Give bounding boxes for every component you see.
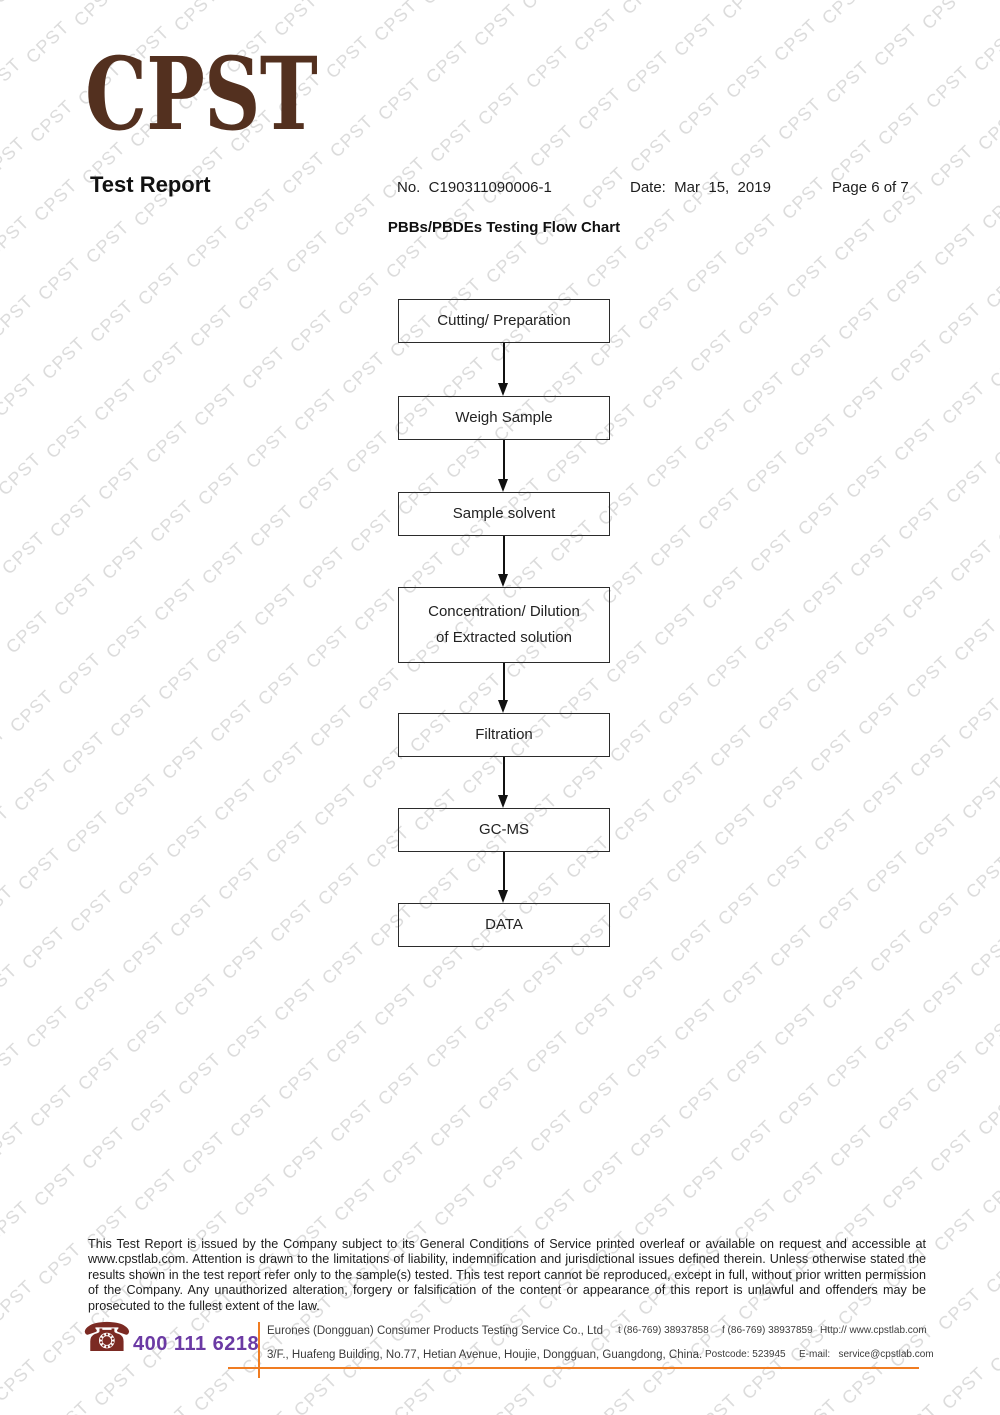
company-address: 3/F., Huafeng Building, No.77, Hetian Av… bbox=[267, 1349, 703, 1361]
report-number: No. C190311090006-1 bbox=[397, 179, 552, 196]
flow-step-box: Cutting/ Preparation bbox=[398, 299, 610, 343]
flow-arrow-head bbox=[498, 479, 508, 492]
flow-step-box: GC-MS bbox=[398, 808, 610, 852]
company-website: Http:// www.cpstlab.com bbox=[820, 1325, 927, 1336]
flow-arrow-head bbox=[498, 574, 508, 587]
disclaimer-text: This Test Report is issued by the Compan… bbox=[88, 1237, 926, 1313]
flow-arrow-head bbox=[498, 795, 508, 808]
flow-step-box: Sample solvent bbox=[398, 492, 610, 536]
phone-icon: ☎ bbox=[82, 1316, 132, 1360]
flow-arrow bbox=[503, 440, 505, 480]
flow-arrow bbox=[503, 343, 505, 384]
cpst-logo: CPST bbox=[85, 35, 318, 153]
flow-step-box: DATA bbox=[398, 903, 610, 947]
flow-arrow bbox=[503, 757, 505, 796]
report-date: Date: Mar 15, 2019 bbox=[630, 179, 771, 196]
company-fax: f (86-769) 38937859 bbox=[722, 1325, 813, 1336]
flow-arrow-head bbox=[498, 890, 508, 903]
flow-step-box: Filtration bbox=[398, 713, 610, 757]
page-indicator: Page 6 of 7 bbox=[832, 179, 909, 196]
flowchart-title: PBBs/PBDEs Testing Flow Chart bbox=[387, 219, 621, 236]
company-postcode: Postcode: 523945 bbox=[705, 1349, 786, 1360]
flow-step-box: Weigh Sample bbox=[398, 396, 610, 440]
flow-arrow bbox=[503, 536, 505, 575]
company-telephone: t (86-769) 38937858 bbox=[618, 1325, 709, 1336]
hotline-number: 400 111 6218 bbox=[133, 1333, 260, 1355]
company-email: E-mail: service@cpstlab.com bbox=[799, 1349, 934, 1360]
flow-arrow-head bbox=[498, 383, 508, 396]
flow-arrow bbox=[503, 663, 505, 701]
footer-horizontal-divider bbox=[228, 1367, 919, 1369]
flow-arrow-head bbox=[498, 700, 508, 713]
footer-vertical-divider bbox=[258, 1322, 260, 1378]
company-name: Eurones (Dongguan) Consumer Products Tes… bbox=[267, 1325, 604, 1337]
flow-arrow bbox=[503, 852, 505, 891]
page-title: Test Report bbox=[90, 172, 211, 197]
flow-step-box: Concentration/ Dilution of Extracted sol… bbox=[398, 587, 610, 663]
